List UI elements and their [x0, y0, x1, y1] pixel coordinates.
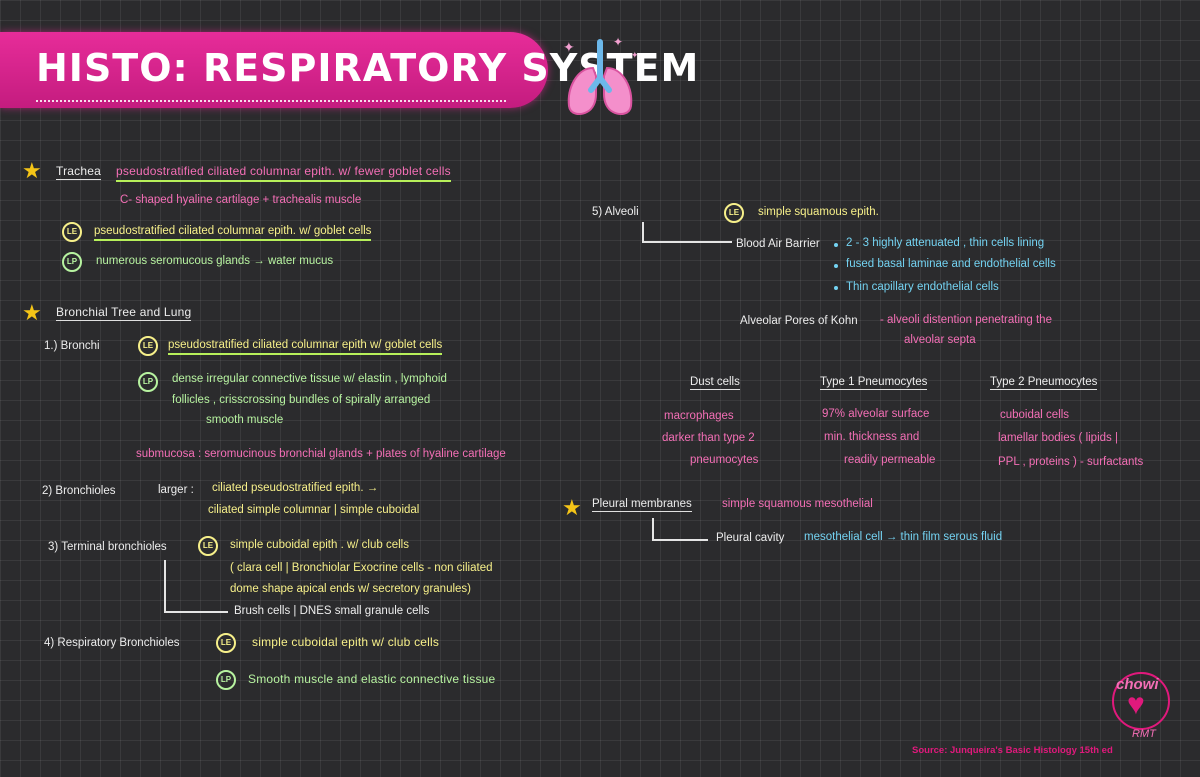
svg-text:✦: ✦ — [631, 51, 639, 61]
lp-badge: LP — [62, 252, 82, 272]
bronchial-label: Bronchial Tree and Lung — [56, 305, 192, 321]
bronchioles-label: 2) Bronchioles — [42, 485, 116, 497]
type1-line: 97% alveolar surface — [822, 408, 930, 420]
respiratory-label: 4) Respiratory Bronchioles — [44, 637, 180, 649]
heart-icon: ♥ — [1127, 688, 1145, 721]
le-badge: LE — [138, 336, 158, 356]
trachea-cartilage: C- shaped hyaline cartilage + trachealis… — [120, 194, 362, 206]
type2-line: PPL , proteins ) - surfactants — [998, 456, 1144, 468]
lungs-icon: ✦ ✦ ✦ — [563, 35, 639, 115]
alveoli-label: 5) Alveoli — [592, 206, 639, 218]
type1-line: min. thickness and — [824, 431, 920, 443]
type2-line: lamellar bodies ( lipids | — [998, 432, 1118, 444]
terminal-label: 3) Terminal bronchioles — [48, 541, 167, 553]
pleural-desc: simple squamous mesothelial — [722, 498, 873, 510]
barrier-item: 2 - 3 highly attenuated , thin cells lin… — [846, 237, 1045, 249]
pleural-cavity-desc: mesothelial cell → thin film serous flui… — [804, 531, 1003, 543]
bronchioles-larger: larger : — [158, 484, 194, 496]
pores-line2: alveolar septa — [904, 334, 976, 346]
trachea-lp-text: numerous seromucous glands → water mucus — [96, 255, 334, 267]
bullet-dot — [834, 286, 838, 290]
terminal-line1: ( clara cell | Bronchiolar Exocrine cell… — [230, 562, 493, 574]
lp-badge: LP — [138, 372, 158, 392]
barrier-item: fused basal laminae and endothelial cell… — [846, 258, 1056, 270]
bullet-dot — [834, 264, 838, 268]
logo-subtext: RMT — [1132, 728, 1156, 740]
connector-line — [652, 539, 708, 541]
logo-circle — [1112, 672, 1170, 730]
trachea-description: pseudostratified ciliated columnar epith… — [116, 164, 451, 182]
respiratory-lp-text: Smooth muscle and elastic connective tis… — [248, 672, 496, 686]
bullet-dot — [834, 243, 838, 247]
svg-text:✦: ✦ — [563, 40, 575, 56]
svg-text:✦: ✦ — [613, 35, 623, 49]
bronchioles-line2: ciliated simple columnar | simple cuboid… — [208, 504, 420, 516]
le-badge: LE — [62, 222, 82, 242]
terminal-le-text: simple cuboidal epith . w/ club cells — [230, 539, 409, 551]
blood-air-barrier-label: Blood Air Barrier — [736, 238, 820, 250]
le-badge: LE — [198, 536, 218, 556]
bronchi-label: 1.) Bronchi — [44, 340, 100, 352]
source-citation: Source: Junqueira's Basic Histology 15th… — [912, 745, 1113, 756]
le-badge: LE — [724, 203, 744, 223]
bronchioles-line1: ciliated pseudostratified epith. → — [212, 482, 379, 494]
trachea-le-text: pseudostratified ciliated columnar epith… — [94, 225, 372, 241]
star-icon: ★ — [22, 158, 42, 183]
barrier-item: Thin capillary endothelial cells — [846, 281, 999, 293]
bronchi-lp-line1: dense irregular connective tissue w/ ela… — [172, 373, 447, 385]
dust-cells-header: Dust cells — [690, 376, 740, 390]
dust-cells-line: macrophages — [664, 410, 734, 422]
bronchi-le-text: pseudostratified ciliated columnar epith… — [168, 339, 443, 355]
type1-line: readily permeable — [844, 454, 936, 466]
pores-of-kohn-label: Alveolar Pores of Kohn — [740, 315, 858, 327]
connector-line — [164, 560, 166, 612]
trachea-label: Trachea — [56, 164, 101, 180]
star-icon: ★ — [562, 495, 582, 520]
connector-line — [642, 222, 644, 242]
title-banner — [0, 32, 548, 108]
title-dotted-underline — [36, 100, 506, 102]
logo-text: chowi — [1116, 676, 1159, 693]
connector-line — [642, 241, 732, 243]
type2-line: cuboidal cells — [1000, 409, 1070, 421]
dust-cells-line: pneumocytes — [690, 454, 759, 466]
bronchi-submucosa: submucosa : seromucinous bronchial gland… — [136, 448, 506, 460]
pores-line1: - alveoli distention penetrating the — [880, 314, 1052, 326]
bronchi-lp-line2: follicles , crisscrossing bundles of spi… — [172, 394, 431, 406]
pleural-cavity-label: Pleural cavity — [716, 532, 785, 544]
alveoli-le-text: simple squamous epith. — [758, 206, 879, 218]
terminal-line3: Brush cells | DNES small granule cells — [234, 605, 430, 617]
star-icon: ★ — [22, 300, 42, 325]
terminal-line2: dome shape apical ends w/ secretory gran… — [230, 583, 471, 595]
connector-line — [652, 518, 654, 540]
lp-badge: LP — [216, 670, 236, 690]
bronchi-lp-line3: smooth muscle — [206, 414, 284, 426]
dust-cells-line: darker than type 2 — [662, 432, 755, 444]
type1-header: Type 1 Pneumocytes — [820, 376, 928, 390]
connector-line — [164, 611, 228, 613]
respiratory-le-text: simple cuboidal epith w/ club cells — [252, 635, 440, 649]
pleural-label: Pleural membranes — [592, 498, 692, 512]
type2-header: Type 2 Pneumocytes — [990, 376, 1098, 390]
le-badge: LE — [216, 633, 236, 653]
